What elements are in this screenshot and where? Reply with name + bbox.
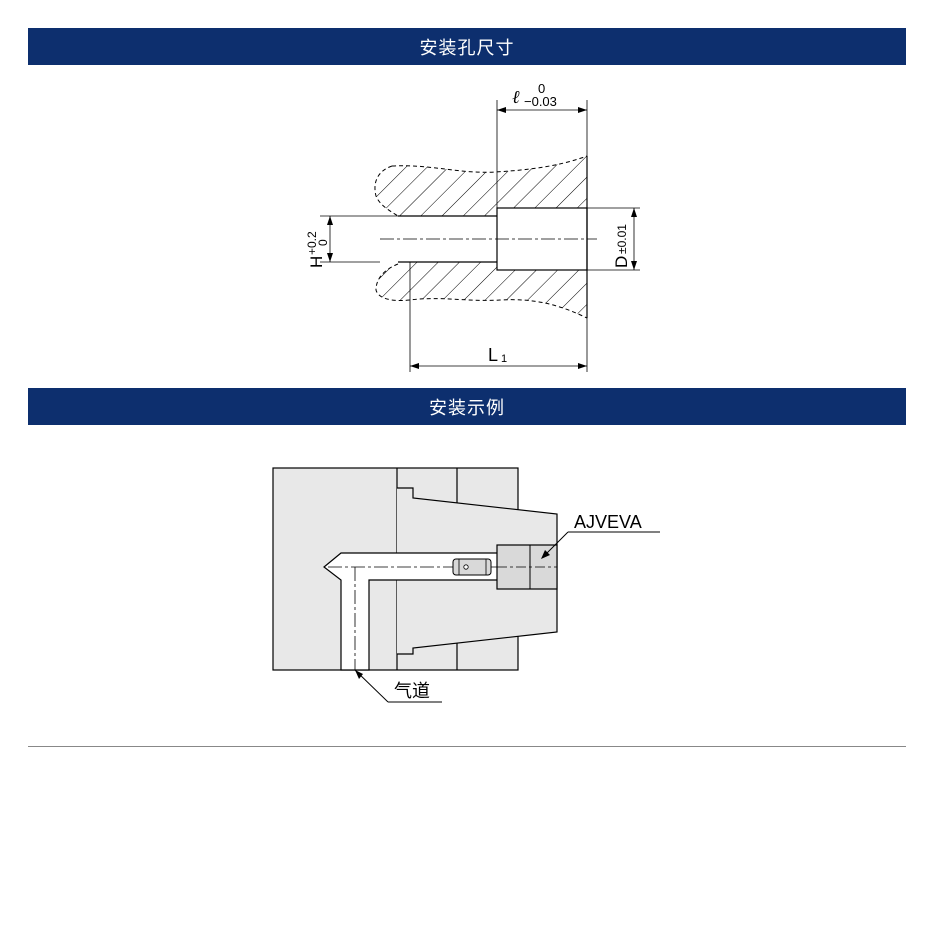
l-upper-tol: 0 — [538, 81, 545, 96]
part-label: AJVEVA — [574, 512, 642, 532]
section-header-example: 安装示例 — [28, 388, 906, 425]
l1-subscript: 1 — [501, 353, 507, 365]
section-header-hole: 安装孔尺寸 — [28, 28, 906, 65]
channel-label: 气道 — [394, 681, 430, 702]
section-title: 安装孔尺寸 — [419, 37, 515, 59]
h-lower-tol: 0 — [316, 239, 330, 246]
l-lower-tol: −0.03 — [524, 94, 557, 109]
l1-symbol: L — [488, 345, 498, 365]
valve-pin — [452, 558, 492, 576]
h-upper-tol: +0.2 — [305, 231, 319, 255]
section-title: 安装示例 — [429, 397, 505, 419]
l-symbol: ℓ — [512, 87, 520, 107]
d-symbol: D — [612, 256, 631, 268]
d-tol: ±0.01 — [615, 224, 629, 254]
divider — [28, 746, 906, 747]
h-symbol: H — [307, 256, 326, 268]
